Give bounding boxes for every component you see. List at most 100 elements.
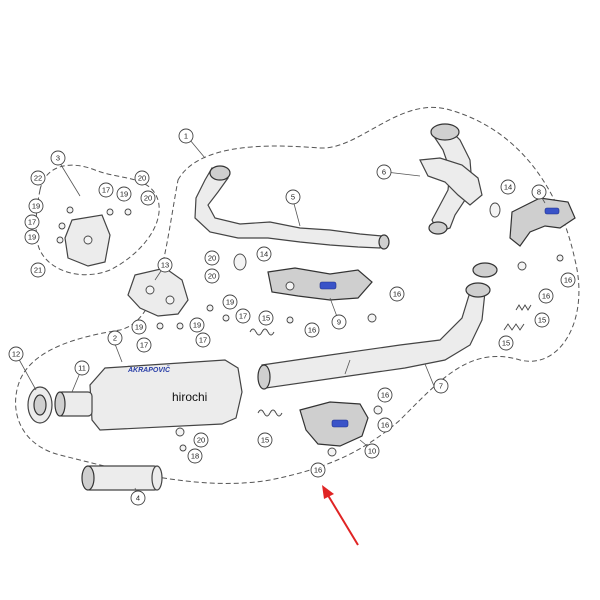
spring-d [515, 304, 532, 311]
svg-text:16: 16 [314, 466, 322, 475]
callout-15d: 15 [498, 335, 514, 351]
svg-text:12: 12 [12, 350, 20, 359]
svg-text:10: 10 [368, 447, 376, 456]
callout-3: 3 [50, 150, 66, 166]
callout-21: 21 [30, 262, 46, 278]
callout-1: 1 [178, 128, 194, 144]
callout-14a: 14 [256, 246, 272, 262]
svg-text:21: 21 [34, 266, 42, 275]
heat-shield-mid [299, 401, 369, 447]
callout-17c: 17 [136, 337, 152, 353]
svg-text:19: 19 [120, 190, 128, 199]
callout-20d: 20 [204, 268, 220, 284]
callout-19f: 19 [222, 294, 238, 310]
callout-16f: 16 [377, 417, 393, 433]
svg-text:18: 18 [191, 452, 199, 461]
svg-text:14: 14 [504, 183, 512, 192]
callout-17b: 17 [24, 214, 40, 230]
svg-text:15: 15 [502, 339, 510, 348]
svg-text:5: 5 [291, 193, 295, 202]
svg-text:17: 17 [28, 218, 36, 227]
svg-text:19: 19 [28, 233, 36, 242]
callout-15a: 15 [258, 310, 274, 326]
svg-text:11: 11 [78, 364, 86, 373]
watermark-text: hirochi [172, 390, 207, 404]
hanger-bracket [64, 214, 111, 267]
callout-5: 5 [285, 189, 301, 205]
callout-16b: 16 [389, 286, 405, 302]
callout-18: 18 [187, 448, 203, 464]
callout-4: 4 [130, 490, 146, 506]
callout-16e: 16 [377, 387, 393, 403]
callout-9: 9 [331, 314, 347, 330]
callout-12: 12 [8, 346, 24, 362]
svg-text:20: 20 [208, 272, 216, 281]
callout-20e: 20 [193, 432, 209, 448]
svg-text:8: 8 [537, 188, 541, 197]
svg-text:4: 4 [136, 494, 140, 503]
spring-c [503, 323, 525, 331]
callout-19d: 19 [131, 319, 147, 335]
svg-text:15: 15 [538, 316, 546, 325]
svg-text:15: 15 [262, 314, 270, 323]
svg-text:15: 15 [261, 436, 269, 445]
callout-19c: 19 [24, 229, 40, 245]
callout-11: 11 [74, 360, 90, 376]
callout-16g: 16 [310, 462, 326, 478]
svg-text:16: 16 [308, 326, 316, 335]
callout-16d: 16 [560, 272, 576, 288]
callout-19b: 19 [28, 198, 44, 214]
callout-17e: 17 [235, 308, 251, 324]
svg-text:7: 7 [439, 382, 443, 391]
heat-shield-link [267, 267, 373, 301]
svg-text:20: 20 [138, 174, 146, 183]
callout-14b: 14 [500, 179, 516, 195]
hardware-clamps [56, 202, 564, 457]
callout-22: 22 [30, 170, 46, 186]
callout-20a: 20 [134, 170, 150, 186]
spring-b [257, 409, 283, 417]
link-sleeve [54, 391, 93, 417]
mid-pipe [257, 262, 498, 390]
red-pointer-arrow [322, 485, 359, 546]
svg-text:16: 16 [381, 391, 389, 400]
svg-text:16: 16 [542, 292, 550, 301]
callout-16c: 16 [538, 288, 554, 304]
muffler-bracket [127, 267, 189, 317]
svg-text:6: 6 [382, 168, 386, 177]
end-cap [27, 386, 53, 424]
callout-17d: 17 [195, 332, 211, 348]
callout-19e: 19 [189, 317, 205, 333]
callout-6: 6 [376, 164, 392, 180]
callout-17a: 17 [98, 182, 114, 198]
callout-20b: 20 [140, 190, 156, 206]
muffler: AKRAPOVIČ [89, 359, 243, 431]
spare-sleeve [81, 465, 163, 491]
callout-8: 8 [531, 184, 547, 200]
svg-text:17: 17 [140, 341, 148, 350]
svg-text:3: 3 [56, 154, 60, 163]
callout-19a: 19 [116, 186, 132, 202]
assembly-outline-bracket [35, 164, 160, 276]
svg-text:13: 13 [161, 261, 169, 270]
callout-20c: 20 [204, 250, 220, 266]
assembly-outline-main [15, 107, 580, 484]
svg-text:17: 17 [239, 312, 247, 321]
svg-text:19: 19 [135, 323, 143, 332]
header-pipes [419, 123, 483, 235]
spring-a [249, 328, 275, 336]
svg-text:19: 19 [32, 202, 40, 211]
svg-text:20: 20 [144, 194, 152, 203]
brand-logo: AKRAPOVIČ [127, 365, 171, 374]
svg-text:19: 19 [193, 321, 201, 330]
svg-text:20: 20 [197, 436, 205, 445]
callout-13: 13 [157, 257, 173, 273]
svg-text:17: 17 [199, 336, 207, 345]
callout-2: 2 [107, 330, 123, 346]
link-pipe [194, 165, 390, 250]
svg-text:17: 17 [102, 186, 110, 195]
callout-15c: 15 [534, 312, 550, 328]
svg-text:20: 20 [208, 254, 216, 263]
svg-text:16: 16 [381, 421, 389, 430]
